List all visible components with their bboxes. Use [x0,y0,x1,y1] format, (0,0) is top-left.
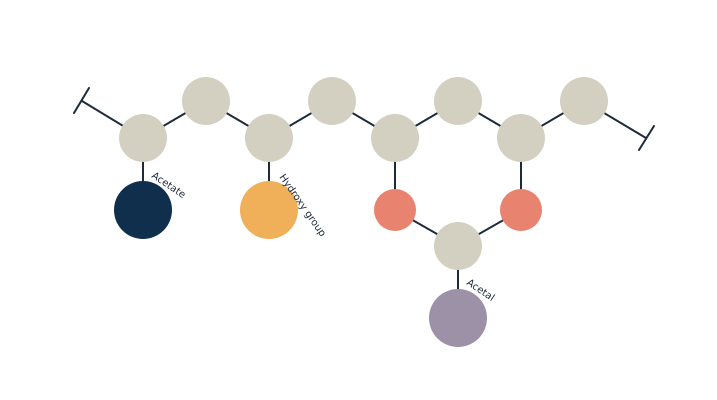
chain-end-cap [638,125,655,151]
backbone-atoms [119,77,608,270]
backbone-atom-4 [308,77,356,125]
ring-oxygen-left [374,189,416,231]
hydroxy-group [240,181,298,239]
backbone-atom-6 [434,77,482,125]
ring-oxygen-right [500,189,542,231]
backbone-atom-2 [182,77,230,125]
acetal-carbon-atom [434,222,482,270]
acetate-group [114,181,172,239]
chain-start-cap [73,87,90,114]
backbone-atom-3 [245,114,293,162]
acetal-group [429,289,487,347]
backbone-atom-7 [497,114,545,162]
backbone-atom-1 [119,114,167,162]
backbone-atom-5 [371,114,419,162]
backbone-atom-8 [560,77,608,125]
functional-groups [114,181,542,347]
